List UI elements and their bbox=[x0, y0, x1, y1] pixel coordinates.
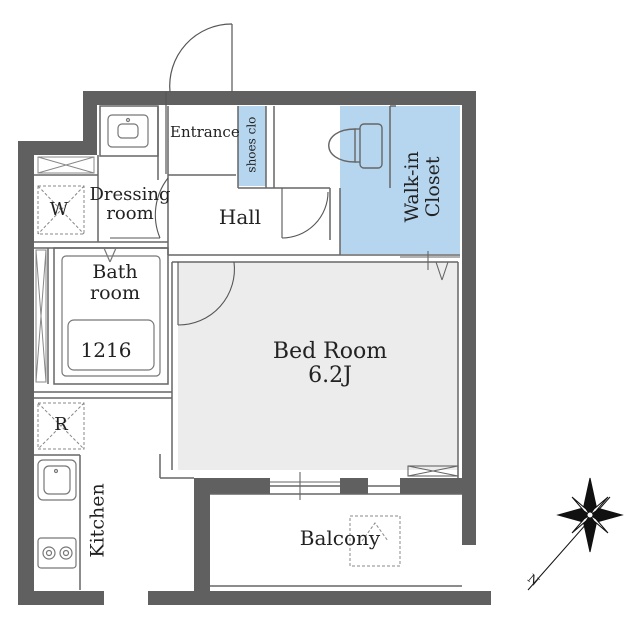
interior-walls bbox=[34, 105, 462, 590]
bed-room-size: 6.2J bbox=[308, 362, 352, 388]
walk-in-closet-label: Walk-in Closet bbox=[401, 132, 444, 242]
entrance-label: Entrance bbox=[170, 123, 240, 141]
wash-basin bbox=[107, 114, 149, 148]
kitchen-counter bbox=[37, 459, 77, 569]
dressing-line-1: Dressing bbox=[89, 184, 171, 205]
bath-size-label: 1216 bbox=[80, 338, 132, 362]
toilet bbox=[328, 123, 383, 169]
washer-label: W bbox=[49, 199, 69, 220]
compass-icon bbox=[527, 477, 624, 591]
refrigerator-space bbox=[37, 402, 85, 450]
dressing-storage bbox=[35, 156, 95, 383]
bath-tub bbox=[61, 247, 161, 377]
bath-line-1: Bath bbox=[92, 261, 138, 283]
hall-doors bbox=[110, 177, 329, 326]
outer-walls bbox=[18, 91, 491, 605]
bed-room-name: Bed Room bbox=[272, 339, 388, 364]
bath-line-2: room bbox=[90, 281, 140, 304]
entrance-door bbox=[165, 23, 233, 174]
shoes-closet-label: shoes clo bbox=[244, 116, 259, 173]
bed-room-floor bbox=[178, 262, 458, 470]
aircon-unit bbox=[349, 515, 401, 567]
dressing-line-2: room bbox=[106, 203, 154, 225]
dressing-room-label: Dressing room bbox=[80, 185, 180, 224]
walk-in-line-1: Walk-in bbox=[401, 151, 424, 223]
kitchen-label: Kitchen bbox=[86, 483, 109, 558]
shoes-closet-fill bbox=[238, 106, 266, 186]
walk-in-line-2: Closet bbox=[422, 156, 444, 218]
closet-door-marks bbox=[270, 251, 460, 500]
refrigerator-label: R bbox=[54, 414, 68, 435]
balcony-label: Balcony bbox=[299, 526, 381, 550]
hall-label: Hall bbox=[218, 205, 262, 229]
bath-room-label: Bath room bbox=[70, 262, 160, 303]
bed-room-label: Bed Room 6.2J bbox=[240, 340, 420, 388]
